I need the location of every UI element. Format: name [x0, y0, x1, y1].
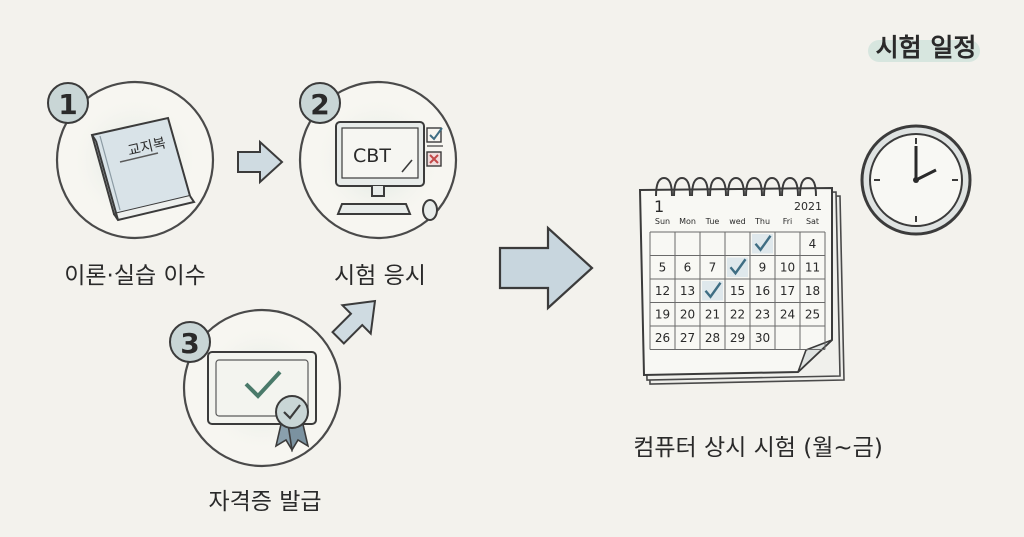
calendar-day: 12: [655, 284, 670, 298]
pen-icon: [401, 159, 413, 173]
step-2-number: 2: [310, 88, 329, 121]
weekday-label: Tue: [705, 217, 720, 226]
clock-icon: [860, 124, 972, 236]
big-arrow-right-icon: [498, 225, 594, 311]
calendar-grid: 1456791011121315161718192021222324252627…: [649, 231, 826, 350]
checkmark-icon: [244, 370, 282, 399]
calendar-day: 27: [680, 331, 695, 345]
calendar-month: 1: [654, 197, 664, 216]
calendar-check-icon: [729, 258, 747, 276]
calendar-caption: 컴퓨터 상시 시험 (월~금): [633, 435, 883, 461]
calendar-day: 28: [705, 331, 720, 345]
calendar-day: 9: [759, 261, 767, 275]
book-icon: 교지복: [90, 116, 196, 222]
arrow-up-right-icon: [331, 299, 377, 345]
weekday-label: Fri: [783, 217, 793, 226]
calendar-day: 18: [805, 284, 820, 298]
step-1-badge: [47, 82, 89, 124]
step-1-number: 1: [58, 88, 77, 121]
step-3-node: 3: [169, 308, 342, 468]
binder-rings: [655, 176, 817, 197]
page-title: 시험 일정: [875, 33, 977, 62]
calendar-day: 19: [655, 308, 670, 322]
calendar-day: 23: [755, 308, 770, 322]
step-2-label: 시험 응시: [334, 263, 426, 289]
weekday-label: Sat: [806, 217, 819, 226]
step-3-label: 자격증 발급: [208, 489, 322, 515]
calendar-day: 25: [805, 308, 820, 322]
calendar-day: 22: [730, 308, 745, 322]
mouse-icon: [422, 199, 438, 221]
calendar-year: 2021: [794, 200, 822, 213]
calendar-day: 11: [805, 261, 820, 275]
calendar-day: 6: [684, 261, 692, 275]
calendar-day: 5: [659, 261, 667, 275]
calendar-day: 16: [755, 284, 770, 298]
step-2-badge: [299, 82, 341, 124]
calendar-day: 30: [755, 331, 770, 345]
calendar-check-icon: [754, 235, 772, 252]
step-3-badge: [169, 321, 211, 363]
keyboard-icon: [336, 203, 412, 215]
calendar-day: 29: [730, 331, 745, 345]
check-box-icon: [426, 127, 443, 147]
calendar-day: 21: [705, 308, 720, 322]
calendar-day: 4: [809, 237, 817, 251]
calendar-day: 7: [709, 261, 717, 275]
calendar-check-icon: [704, 282, 722, 299]
screen-text: CBT: [353, 145, 391, 167]
step-1-label: 이론·실습 이수: [64, 263, 206, 289]
calendar-day: 20: [680, 308, 695, 322]
calendar-day: 17: [780, 284, 795, 298]
calendar-day: 10: [780, 261, 795, 275]
schedule-title: 시험 일정: [862, 22, 990, 66]
weekday-label: Mon: [679, 217, 696, 226]
step-3-number: 3: [180, 327, 199, 360]
arrow-right-icon: [237, 139, 284, 185]
calendar-checks: [702, 234, 773, 301]
calendar-day: 13: [680, 284, 695, 298]
weekday-label: wed: [729, 217, 746, 226]
award-ribbon-icon: [274, 395, 310, 453]
weekday-label: Thu: [754, 217, 770, 226]
title-highlight: [868, 40, 980, 62]
cross-box-icon: [426, 151, 442, 167]
weekday-label: Sun: [655, 217, 670, 226]
step-1-node: 교지복 1: [47, 80, 215, 240]
calendar-day: 15: [730, 284, 745, 298]
step-2-node: CBT 2: [298, 80, 458, 240]
calendar-day: 24: [780, 308, 795, 322]
computer-icon: CBT: [335, 121, 438, 221]
calendar-day: 26: [655, 331, 670, 345]
